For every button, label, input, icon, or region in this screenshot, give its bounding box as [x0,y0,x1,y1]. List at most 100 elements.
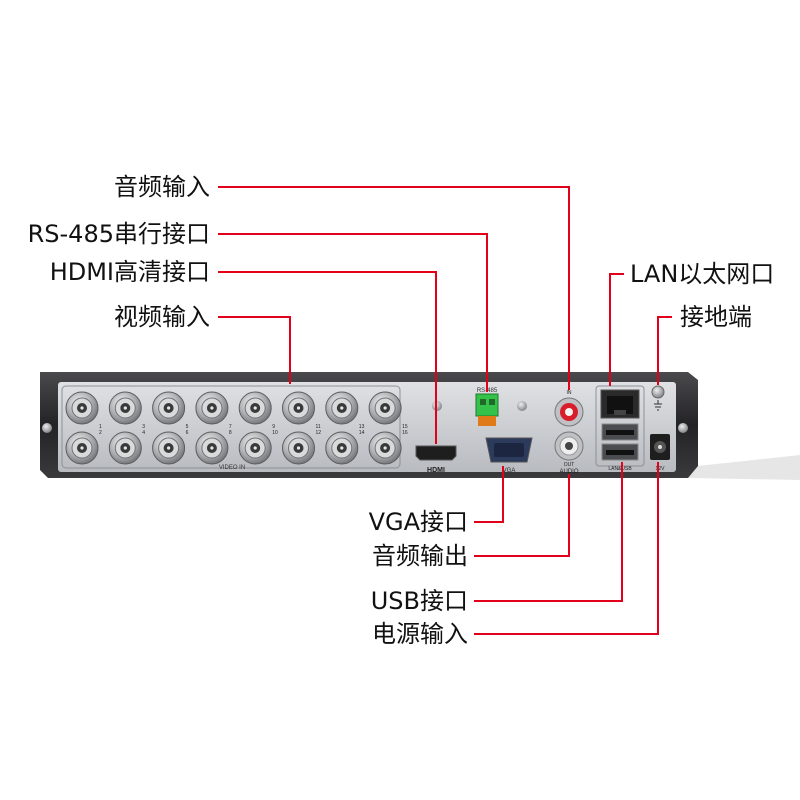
bnc-channel-number: 2 [99,430,102,436]
video-in-frame [61,385,401,469]
bnc-channel-number: 6 [186,430,189,436]
callout-ground: 接地端 [680,303,752,331]
bnc-connector: 11 [282,391,321,430]
hdmi-panel-label: HDMI [427,467,445,474]
bnc-pin [296,446,301,450]
bnc-connector: 15 [368,391,408,430]
callout-power: 电源输入 [372,620,468,648]
bnc-connector: 3 [108,391,145,430]
bnc-pin [253,406,257,410]
callout-video-in: 视频输入 [114,303,210,331]
bnc-pin [167,406,171,410]
bnc-connector: 14 [325,430,365,465]
bnc-channel-number: 13 [359,424,365,430]
callout-usb: USB接口 [370,587,468,615]
bnc-channel-number: 3 [142,424,145,430]
bnc-connector: 7 [195,391,232,430]
callout-audio-out: 音频输出 [372,542,468,570]
bnc-pin [167,446,171,450]
rear-panel [58,382,676,472]
bnc-connector: 16 [368,430,408,465]
leader-rs485 [218,233,488,392]
leader-audio-out [474,474,570,557]
bnc-connector: 12 [282,430,322,465]
lan-port-tab [614,410,626,415]
lan-port-inner [607,396,633,414]
bnc-pin [340,446,344,450]
panel-screw-2 [517,401,527,411]
power-panel-label: 12V [656,466,666,472]
bnc-channel-number: 5 [186,424,189,430]
leader-ground [657,316,672,385]
bnc-connector: 10 [238,430,278,465]
bnc-channel-number: 12 [316,430,322,436]
bnc-channel-number: 14 [359,430,365,436]
audio-panel-label: AUDIO [559,469,578,475]
leader-lines [218,186,672,635]
chassis-screw-left [42,423,52,433]
bnc-connector: 8 [195,430,232,465]
bnc-pin [123,446,127,450]
power-jack-pin [658,445,662,449]
leader-lan [609,273,624,386]
bnc-channel-number: 16 [402,430,408,436]
rca-audio-in-pin [565,408,573,416]
leader-usb [474,462,623,602]
leader-video-in [218,316,291,384]
video-in-panel-label: VIDEO IN [219,465,245,471]
bnc-channel-number: 4 [142,430,145,436]
bnc-channel-number: 8 [229,430,232,436]
bnc-connector: 2 [65,430,102,465]
leader-vga [474,466,504,523]
bnc-pin [80,406,84,410]
ground-screw [651,385,665,399]
bnc-pin [210,406,214,410]
bnc-connector: 6 [152,430,189,465]
bnc-channel-number: 7 [229,424,232,430]
bnc-channel-number: 15 [402,424,408,430]
usb-port-2-inner [606,450,634,455]
vga-panel-label: VGA [503,468,516,474]
audio-out-panel-label: OUT [564,462,575,468]
bnc-pin [123,406,127,410]
bnc-pin [296,406,301,410]
bnc-channel-number: 1 [99,424,102,430]
chassis-screw-right [678,423,688,433]
leader-audio-in [218,186,570,390]
bnc-pin [383,446,387,450]
bnc-connector: 4 [108,430,145,465]
rs485-terminal-slot-2 [489,399,495,405]
bnc-pin [383,406,387,410]
bnc-pin [210,446,214,450]
bnc-channel-number: 10 [272,430,278,436]
usb-port-1-inner [606,430,634,435]
rs485-terminal-base [478,416,496,426]
rca-audio-out-pin [565,442,573,450]
callout-rs485: RS-485串行接口 [27,220,210,248]
audio-in-panel-label: IN [567,390,572,396]
callout-audio-in: 音频输入 [114,173,210,201]
bnc-pin [340,406,344,410]
callout-vga: VGA接口 [368,508,468,536]
bnc-connector: 1 [65,391,102,430]
leader-power [474,462,659,635]
bnc-channel-number: 9 [272,424,275,430]
device-shadow [660,455,800,480]
callout-lan: LAN以太网口 [630,260,775,288]
ground-symbol [654,400,662,411]
rs485-terminal-slot-1 [480,399,486,405]
bnc-pin [253,446,257,450]
vga-port-inner [494,443,524,457]
bnc-pin [80,446,84,450]
lan-usb-frame [595,385,645,467]
bnc-connector: 5 [152,391,189,430]
callout-hdmi: HDMI高清接口 [49,258,210,286]
bnc-connector: 9 [238,391,275,430]
hdmi-port [415,445,457,461]
leader-hdmi [218,271,437,444]
lan-usb-panel-label: LAN&USB [608,466,632,472]
bnc-channel-number: 11 [316,424,321,430]
